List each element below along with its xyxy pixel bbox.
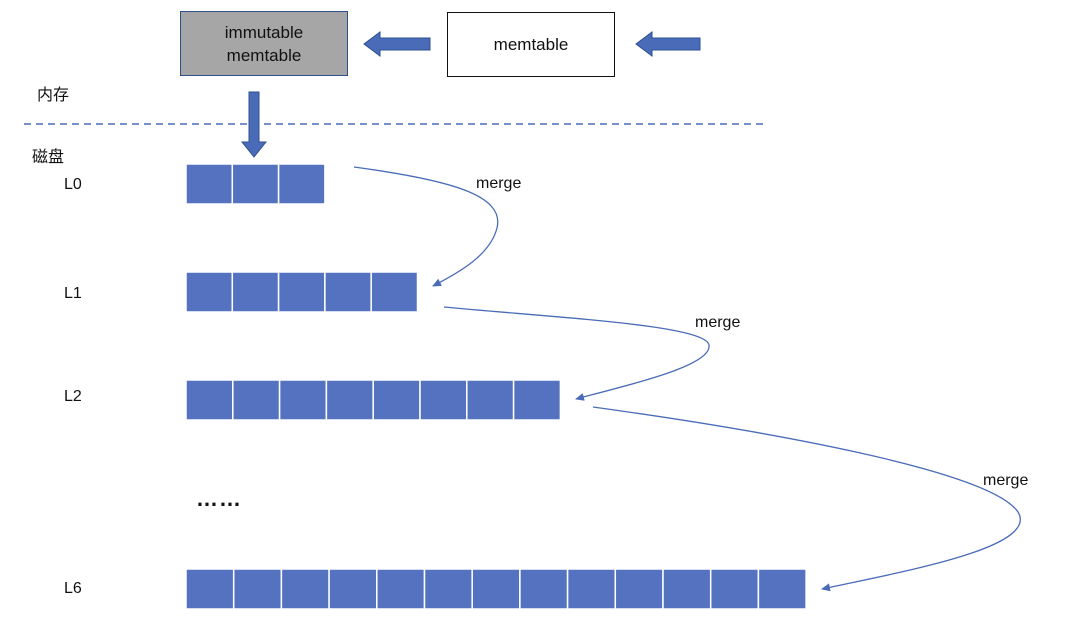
level-label-l6: L6: [64, 580, 82, 597]
arrow-flush-to-disk: [240, 91, 268, 158]
merge-curve-l2-l6: [592, 406, 1021, 592]
sstable-block-l1: [185, 271, 234, 313]
sstable-block-l6: [614, 568, 664, 610]
ellipsis: ……: [196, 486, 242, 511]
sstable-block-l1: [277, 271, 326, 313]
merge-label-1: merge: [476, 175, 522, 192]
level-blocks: [185, 163, 807, 610]
sstable-block-l2: [185, 379, 234, 421]
sstable-block-l6: [709, 568, 760, 610]
disk-zone-label: 磁盘: [32, 149, 65, 166]
merge-curve-l1-l2: [443, 306, 710, 401]
sstable-block-l6: [232, 568, 283, 610]
sstable-block-l6: [185, 568, 235, 610]
sstable-block-l1: [324, 271, 372, 313]
merge-curve-l0-l1: [353, 166, 499, 287]
memory-zone-label: 内存: [37, 87, 70, 104]
level-label-l2: L2: [64, 388, 82, 405]
sstable-block-l6: [471, 568, 521, 610]
sstable-block-l2: [232, 379, 281, 421]
merge-label-3: merge: [983, 472, 1029, 489]
sstable-block-l6: [566, 568, 617, 610]
immutable-memtable-line-2: memtable: [226, 45, 302, 65]
immutable-memtable-line-1: immutable: [224, 22, 304, 42]
sstable-block-l2: [372, 379, 421, 421]
arrow-into-memtable: [635, 31, 701, 57]
sstable-block-l6: [280, 568, 330, 610]
level-label-l1: L1: [64, 285, 82, 302]
sstable-block-l6: [662, 568, 712, 610]
memtable-box: memtable: [447, 12, 615, 77]
sstable-block-l0: [277, 163, 326, 205]
sstable-block-l2: [466, 379, 515, 421]
sstable-block-l6: [376, 568, 426, 610]
sstable-block-l1: [370, 271, 419, 313]
sstable-block-l2: [278, 379, 328, 421]
sstable-block-l2: [419, 379, 468, 421]
sstable-block-l6: [328, 568, 378, 610]
sstable-block-l2: [325, 379, 374, 421]
sstable-block-l6: [519, 568, 569, 610]
sstable-block-l6: [757, 568, 807, 610]
sstable-block-l0: [185, 163, 234, 205]
merge-label-2: merge: [695, 314, 741, 331]
sstable-block-l1: [231, 271, 280, 313]
immutable-memtable-box: immutable memtable: [180, 11, 348, 76]
memtable-label: memtable: [493, 35, 569, 54]
level-label-l0: L0: [64, 176, 82, 193]
arrow-memtable-to-immutable: [363, 31, 431, 57]
sstable-block-l2: [512, 379, 562, 421]
sstable-block-l6: [423, 568, 473, 610]
sstable-block-l0: [231, 163, 280, 205]
